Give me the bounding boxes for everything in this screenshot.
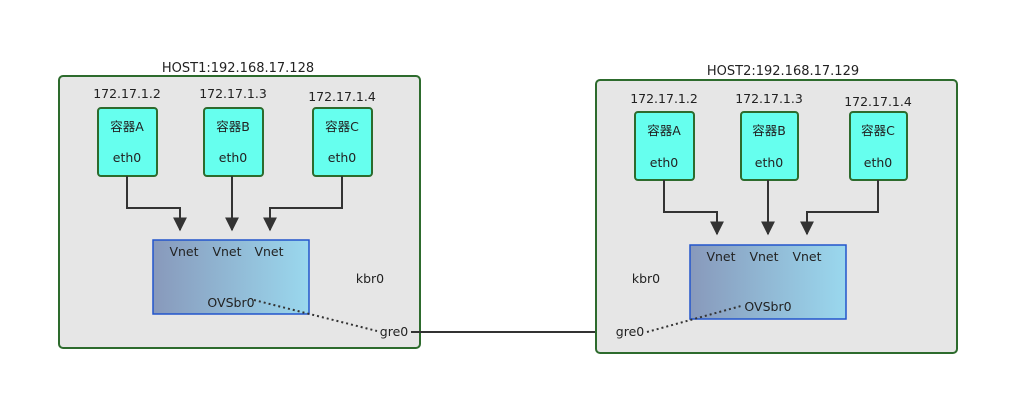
vnet-port: Vnet xyxy=(212,244,241,259)
container-name: 容器B xyxy=(752,123,786,138)
container-iface: eth0 xyxy=(219,150,248,165)
container-ip: 172.17.1.3 xyxy=(199,86,267,101)
link-container-a-vnet xyxy=(126,176,187,232)
host-1-container-a[interactable]: 172.17.1.2 容器A eth0 xyxy=(93,86,161,177)
container-iface: eth0 xyxy=(864,155,893,170)
ovs-label: OVSbr0 xyxy=(744,299,791,314)
host-2-container-c[interactable]: 172.17.1.4 容器C eth0 xyxy=(844,94,912,181)
host-2-title: HOST2:192.168.17.129 xyxy=(707,64,859,79)
host-1-gre-label: gre0 xyxy=(380,324,408,339)
container-ip: 172.17.1.2 xyxy=(630,91,698,106)
container-name: 容器C xyxy=(325,119,359,134)
vnet-port: Vnet xyxy=(169,244,198,259)
host-2-container-b[interactable]: 172.17.1.3 容器B eth0 xyxy=(735,91,803,181)
host-1-container-c[interactable]: 172.17.1.4 容器C eth0 xyxy=(308,89,376,177)
container-ip: 172.17.1.4 xyxy=(844,94,912,109)
link-container-c-vnet xyxy=(263,176,343,232)
container-ip: 172.17.1.4 xyxy=(308,89,376,104)
ovs-label: OVSbr0 xyxy=(207,295,254,310)
vnet-port: Vnet xyxy=(706,249,735,264)
host-1-title: HOST1:192.168.17.128 xyxy=(162,61,314,76)
vnet-port: Vnet xyxy=(792,249,821,264)
host-1-bridge[interactable]: Vnet Vnet Vnet OVSbr0 xyxy=(152,239,310,315)
container-iface: eth0 xyxy=(113,150,142,165)
vnet-port: Vnet xyxy=(749,249,778,264)
container-name: 容器A xyxy=(647,123,681,138)
container-box[interactable] xyxy=(203,107,264,177)
container-name: 容器B xyxy=(216,119,250,134)
gre-ovs-dotted-link xyxy=(646,305,742,333)
bridge-box[interactable] xyxy=(689,244,847,320)
host-2: HOST2:192.168.17.129 172.17.1.2 容器A eth0… xyxy=(595,64,958,354)
host-1: HOST1:192.168.17.128 172.17.1.2 容器A eth0… xyxy=(58,61,421,349)
link-container-c-vnet xyxy=(800,180,879,236)
link-container-a-vnet xyxy=(663,180,724,236)
container-iface: eth0 xyxy=(328,150,357,165)
host-2-bridge[interactable]: Vnet Vnet Vnet OVSbr0 xyxy=(689,244,847,320)
container-name: 容器C xyxy=(861,123,895,138)
host-1-container-b[interactable]: 172.17.1.3 容器B eth0 xyxy=(199,86,267,177)
container-iface: eth0 xyxy=(650,155,679,170)
container-name: 容器A xyxy=(110,119,144,134)
vnet-port: Vnet xyxy=(254,244,283,259)
container-iface: eth0 xyxy=(755,155,784,170)
container-ip: 172.17.1.2 xyxy=(93,86,161,101)
container-ip: 172.17.1.3 xyxy=(735,91,803,106)
ovs-gre-dotted-link xyxy=(253,299,378,332)
container-box[interactable] xyxy=(740,111,799,181)
host-2-container-a[interactable]: 172.17.1.2 容器A eth0 xyxy=(630,91,698,181)
host-2-gre-label: gre0 xyxy=(616,324,644,339)
host-1-kbr-label: kbr0 xyxy=(356,271,384,286)
bridge-box[interactable] xyxy=(152,239,310,315)
host-2-kbr-label: kbr0 xyxy=(632,271,660,286)
